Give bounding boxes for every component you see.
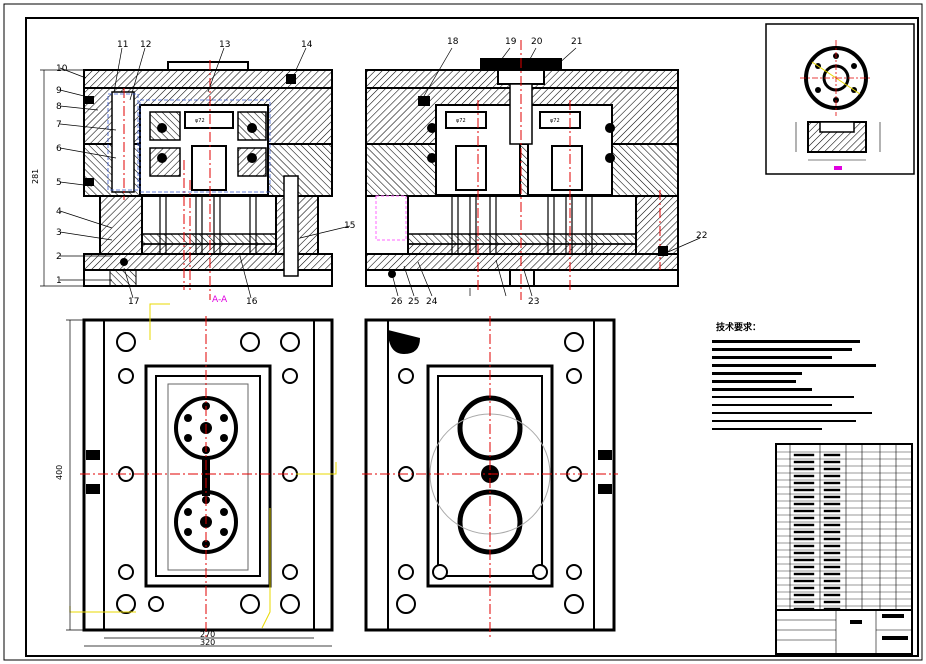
part-label-23: 23 <box>528 297 539 307</box>
bom-cell-text <box>823 502 841 506</box>
bom-cell-text <box>793 586 815 590</box>
bom-cell-text <box>793 481 815 485</box>
bom-cell-text <box>823 509 841 513</box>
plan-view-right <box>362 316 618 640</box>
part-label-25: 25 <box>408 297 419 307</box>
bom-cell-text <box>793 600 815 604</box>
dim-plan-height: 400 <box>55 465 64 480</box>
bom-cell-text <box>823 495 841 499</box>
bom-cell-text <box>823 593 841 597</box>
dim-outer-width: 320 <box>200 638 215 647</box>
bom-cell-text <box>823 467 841 471</box>
bom-cell-text <box>793 467 815 471</box>
bom-cell-text <box>793 523 815 527</box>
bom-cell-text <box>823 481 841 485</box>
bom-cell-text <box>823 488 841 492</box>
part-label-15: 15 <box>344 221 355 231</box>
detail-view <box>765 23 915 175</box>
bom-cell-text <box>793 460 815 464</box>
front-section-right <box>365 40 701 300</box>
bom-cell-text <box>793 488 815 492</box>
part-number-labels: 1 2 3 4 5 6 7 8 9 10 11 12 13 14 15 16 1… <box>56 37 707 307</box>
bom-cell-text <box>823 600 841 604</box>
bom-table <box>775 443 913 611</box>
part-label-21: 21 <box>571 37 582 47</box>
bom-cell-text <box>793 565 815 569</box>
bom-cell-text <box>823 558 841 562</box>
bom-cell-text <box>823 544 841 548</box>
part-label-5: 5 <box>56 178 62 188</box>
part-label-12: 12 <box>140 40 151 50</box>
bom-cell-text <box>823 551 841 555</box>
bom-cell-text <box>793 593 815 597</box>
dim-overall-height: 281 <box>31 169 40 184</box>
part-label-6: 6 <box>56 144 62 154</box>
bom-cell-text <box>793 530 815 534</box>
bom-cell-text <box>793 537 815 541</box>
bom-cell-text <box>793 516 815 520</box>
bom-cell-text <box>793 509 815 513</box>
bom-cell-text <box>793 474 815 478</box>
tech-requirements-title: 技术要求： <box>716 321 761 333</box>
bom-cell-text <box>793 544 815 548</box>
bom-cell-text <box>823 453 841 457</box>
bom-cell-text <box>823 572 841 576</box>
bom-cell-text <box>823 516 841 520</box>
bom-cell-text <box>823 523 841 527</box>
part-label-14: 14 <box>301 40 313 50</box>
dimension-labels: 281 400 270 320 <box>31 169 215 647</box>
sheet-inner-border <box>25 17 919 657</box>
part-label-3: 3 <box>56 228 62 238</box>
bom-cell-text <box>823 579 841 583</box>
part-label-13: 13 <box>219 40 230 50</box>
cavity-callouts: φ72 φ72 φ72 <box>195 118 560 124</box>
callout-cavity-mid: φ72 <box>456 118 466 124</box>
part-label-7: 7 <box>56 120 62 130</box>
bom-cell-text <box>793 558 815 562</box>
part-label-17: 17 <box>128 297 139 307</box>
part-label-22: 22 <box>696 231 707 241</box>
bom-cell-text <box>793 579 815 583</box>
part-label-9: 9 <box>56 86 62 96</box>
part-label-1: 1 <box>56 276 62 286</box>
bom-cell-text <box>793 495 815 499</box>
callout-cavity-right: φ72 <box>550 118 560 124</box>
plan-view-left <box>66 303 337 647</box>
callout-cavity-left: φ72 <box>195 118 205 124</box>
title-block <box>775 609 913 655</box>
part-label-2: 2 <box>56 252 62 262</box>
bom-cell-text <box>823 474 841 478</box>
part-label-26: 26 <box>391 297 403 307</box>
part-label-19: 19 <box>505 37 517 47</box>
bom-cell-text <box>823 586 841 590</box>
front-section-left <box>40 47 351 300</box>
bom-cell-text <box>823 460 841 464</box>
part-label-18: 18 <box>447 37 459 47</box>
part-label-4: 4 <box>56 207 62 217</box>
part-label-10: 10 <box>56 64 68 74</box>
bom-cell-text <box>823 537 841 541</box>
part-label-20: 20 <box>531 37 543 47</box>
part-label-16: 16 <box>246 297 258 307</box>
bom-cell-text <box>823 530 841 534</box>
sheet-outer-border <box>3 3 923 661</box>
dim-inner-width: 270 <box>200 630 215 639</box>
bom-cell-text <box>793 551 815 555</box>
technical-requirements: 技术要求： <box>712 321 876 430</box>
part-label-8: 8 <box>56 102 62 112</box>
part-label-24: 24 <box>426 297 438 307</box>
part-label-11: 11 <box>117 40 128 50</box>
bom-cell-text <box>793 453 815 457</box>
section-label-a-a: A-A <box>212 295 228 305</box>
bom-cell-text <box>823 565 841 569</box>
bom-cell-text <box>793 572 815 576</box>
bom-cell-text <box>793 502 815 506</box>
